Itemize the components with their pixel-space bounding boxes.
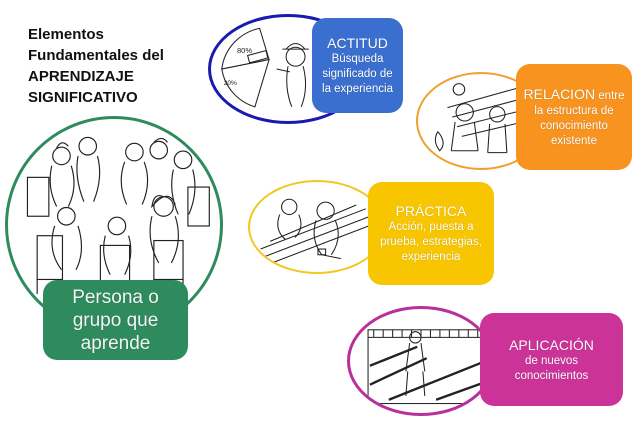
persona-line-1: Persona o (72, 286, 159, 308)
title-line-1: Elementos (28, 26, 104, 43)
title-line-2: Fundamentales del (28, 47, 164, 64)
aplicacion-box: APLICACIÓN de nuevos conocimientos (480, 313, 623, 406)
relacion-heading-suffix: entre (598, 90, 625, 102)
practica-box: PRÁCTICA Acción, puesta a prueba, estrat… (368, 182, 494, 285)
relacion-heading: RELACION (523, 86, 596, 102)
persona-line-2: grupo que (72, 309, 159, 331)
title-line-3: APRENDIZAJE (28, 68, 134, 85)
relacion-desc-2: conocimiento (540, 120, 608, 132)
persona-box: Persona o grupo que aprende (43, 280, 188, 360)
relacion-desc-3: existente (550, 135, 598, 147)
practica-desc-2: prueba, estrategias, (380, 236, 482, 248)
persona-line-3: aprende (80, 332, 151, 354)
aplicacion-desc-2: conocimientos (514, 369, 589, 382)
farmer-pie-chart-icon: 80% 20% (221, 27, 309, 108)
svg-text:20%: 20% (224, 80, 237, 87)
practica-ellipse (248, 180, 386, 274)
actitud-desc-3: la experiencia (322, 83, 393, 95)
aplicacion-desc-1: de nuevos (524, 354, 579, 367)
diagram-title: Elementos Fundamentales del APRENDIZAJE … (28, 24, 164, 108)
relacion-heading-line: RELACION entre (524, 85, 625, 104)
practica-heading: PRÁCTICA (395, 203, 467, 219)
svg-text:80%: 80% (237, 46, 252, 55)
actitud-heading: ACTITUD (327, 35, 388, 51)
group-illustration-icon (26, 136, 210, 296)
relacion-box: RELACION entre la estructura de conocimi… (516, 64, 632, 170)
practica-desc-3: experiencia (401, 251, 461, 263)
farmers-field-icon (434, 83, 540, 154)
aplicacion-ellipse (347, 306, 495, 416)
farmer-crop-field-icon (367, 329, 484, 405)
title-line-4: SIGNIFICATIVO (28, 89, 138, 106)
actitud-desc-2: significado de (322, 68, 393, 80)
practica-desc-1: Acción, puesta a (388, 221, 474, 233)
aplicacion-heading: APLICACIÓN (509, 336, 594, 353)
actitud-box: ACTITUD Búsqueda significado de la exper… (312, 18, 403, 113)
actitud-desc-1: Búsqueda (331, 53, 384, 65)
men-working-rows-icon (260, 198, 374, 265)
relacion-desc-1: la estructura de (534, 105, 614, 117)
